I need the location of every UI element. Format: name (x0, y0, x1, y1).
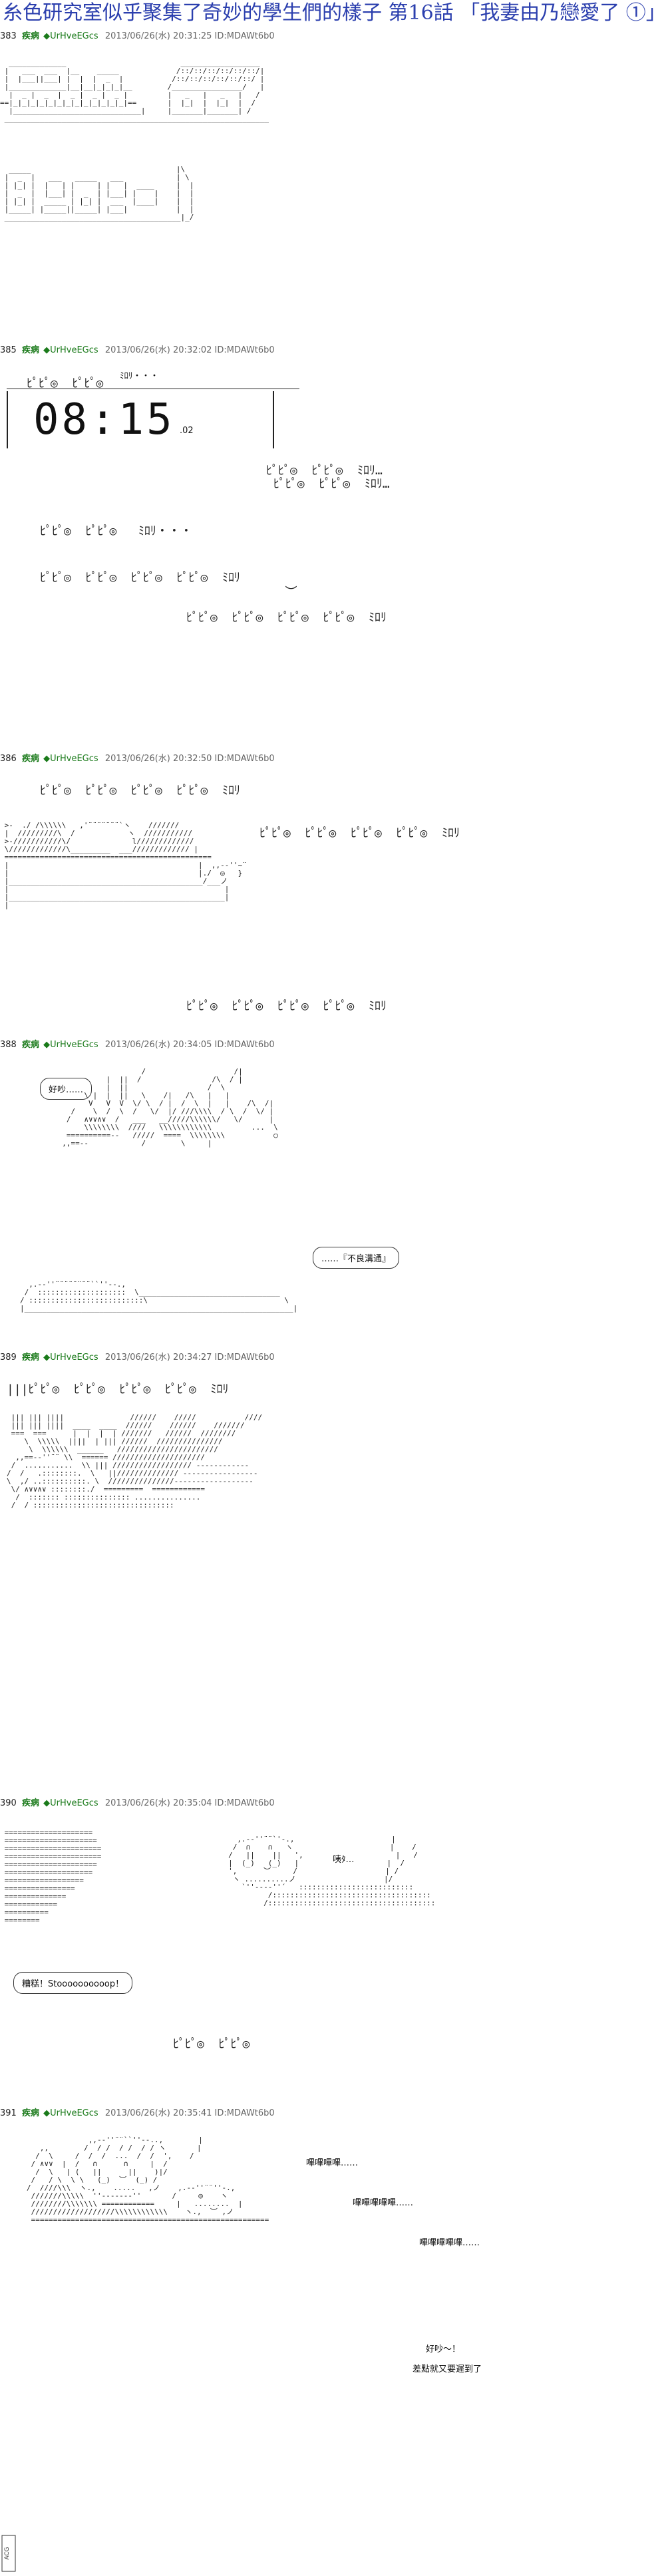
post: 388 疾病 ◆UrHveEGcs 2013/06/26(水) 20:34:05… (0, 1038, 539, 1313)
ascii-art-alarm-beeps: ﾋﾟﾋﾟ◎ ﾋﾟﾋﾟ◎ ﾋﾟﾋﾟ◎ ﾋﾟﾋﾟ◎ ﾐﾛﾘ ︶ (40, 571, 297, 599)
post-number: 391 (0, 2108, 17, 2118)
ascii-art-alarm-beeps: |||ﾋﾟﾋﾟ◎ ﾋﾟﾋﾟ◎ ﾋﾟﾋﾟ◎ ﾋﾟﾋﾟ◎ ﾐﾛﾘ (7, 1382, 229, 1396)
speech-bubble: ……『不良溝通』 (313, 1247, 400, 1269)
ascii-art-alarm-beeps: ﾋﾟﾋﾟ◎ ﾋﾟﾋﾟ◎ ﾋﾟﾋﾟ◎ ﾋﾟﾋﾟ◎ ﾐﾛﾘ (186, 611, 387, 625)
post-author: 疾病 (21, 345, 39, 355)
post-meta: 2013/06/26(水) 20:34:27 ID:MDAWt6b0 (104, 1353, 275, 1363)
post-trip: ◆UrHveEGcs (43, 2108, 98, 2118)
watermark-logo: ACG (1, 2535, 16, 2572)
post: 386 疾病 ◆UrHveEGcs 2013/06/26(水) 20:32:50… (0, 752, 539, 1013)
blink-text: ﾐﾛﾘ・・・ (120, 371, 159, 381)
post-header: 383 疾病 ◆UrHveEGcs 2013/06/26(水) 20:31:25… (0, 29, 539, 44)
page-title: 糸色研究室似乎聚集了奇妙的學生們的樣子 第16話 「我妻由乃戀愛了 ①」 (3, 1, 666, 25)
ascii-art-character-stretching: ,,-‐''¨¨``''‐-.., | ,, / / / / / / / ヽ |… (27, 2136, 269, 2224)
sound-effect-text: 嗶嗶嗶嗶嗶…… (353, 2198, 414, 2208)
divider (7, 391, 8, 448)
post-number: 390 (0, 1798, 17, 1808)
ascii-art-alarm-beeps: ﾋﾟﾋﾟ◎ ﾋﾟﾋﾟ◎ ﾐﾛﾘ… ﾋﾟﾋﾟ◎ ﾋﾟﾋﾟ◎ ﾐﾛﾘ… (266, 464, 390, 491)
ascii-art-room: _____ |\ | _ | ___ _____ ___ | \ | |_| |… (4, 165, 194, 222)
ascii-art-character-shocked: ,.-‐''¨¨`'‐., | / ∩ ∩ ヽ | / / || || ', |… (228, 1835, 436, 1907)
post: 391 疾病 ◆UrHveEGcs 2013/06/26(水) 20:35:41… (0, 2106, 539, 2374)
speech-bubble: 糟糕！Stoooooooooop！ (13, 1972, 133, 1994)
post-meta: 2013/06/26(水) 20:35:41 ID:MDAWt6b0 (104, 2108, 275, 2118)
post-author: 疾病 (21, 1353, 39, 1363)
ascii-art-light-rays: ==================== ===================… (4, 1828, 102, 1925)
post-meta: 2013/06/26(水) 20:32:02 ID:MDAWt6b0 (104, 345, 275, 355)
ascii-art-alarm-beeps: ﾋﾟﾋﾟ◎ ﾋﾟﾋﾟ◎ ﾋﾟﾋﾟ◎ ﾋﾟﾋﾟ◎ ﾐﾛﾘ (186, 999, 387, 1013)
post-meta: 2013/06/26(水) 20:35:04 ID:MDAWt6b0 (104, 1798, 275, 1808)
post-author: 疾病 (21, 1040, 39, 1050)
ascii-art-slam-alarm: ||| ||| |||| ////// ///// //// ||| ||| |… (7, 1413, 263, 1510)
clock-seconds: .02 (180, 426, 194, 436)
post: 389 疾病 ◆UrHveEGcs 2013/06/26(水) 20:34:27… (0, 1351, 539, 1510)
ascii-art-bed-scene: >- ./ /\\\\\\ ,'¨¨¨¨¨¨¨`ヽ /////// | ////… (4, 821, 247, 909)
sound-effect-text: 嗶嗶嗶嗶嗶…… (419, 2238, 480, 2248)
post-number: 386 (0, 754, 17, 764)
post-header: 390 疾病 ◆UrHveEGcs 2013/06/26(水) 20:35:04… (0, 1796, 539, 1811)
sound-effect-text: 嗶嗶嗶嗶…… (306, 2158, 359, 2168)
post-author: 疾病 (21, 754, 39, 764)
post-trip: ◆UrHveEGcs (43, 1353, 98, 1363)
ascii-art-bed: ,.-‐''¨¨¨¨¨¨¨¨``''‐-., / :::::::::::::::… (20, 1280, 298, 1313)
post-header: 389 疾病 ◆UrHveEGcs 2013/06/26(水) 20:34:27… (0, 1351, 539, 1365)
ascii-art-alarm-beeps: ﾋﾟﾋﾟ◎ ﾋﾟﾋﾟ◎ ﾐﾛﾘ・・・ (40, 524, 192, 538)
post: 383 疾病 ◆UrHveEGcs 2013/06/26(水) 20:31:25… (0, 29, 539, 222)
dialogue-text: 差點就又要遲到了 (413, 2364, 482, 2374)
small-text: 咦ﾀ… (333, 1855, 355, 1865)
post-header: 385 疾病 ◆UrHveEGcs 2013/06/26(水) 20:32:02… (0, 343, 539, 358)
divider (273, 391, 274, 448)
post-trip: ◆UrHveEGcs (43, 31, 98, 41)
post-trip: ◆UrHveEGcs (43, 754, 98, 764)
post-header: 388 疾病 ◆UrHveEGcs 2013/06/26(水) 20:34:05… (0, 1038, 539, 1052)
post-meta: 2013/06/26(水) 20:32:50 ID:MDAWt6b0 (104, 754, 275, 764)
post-author: 疾病 (21, 31, 39, 41)
post-header: 386 疾病 ◆UrHveEGcs 2013/06/26(水) 20:32:50… (0, 752, 539, 766)
ascii-art-alarm-beeps: ﾋﾟﾋﾟ◎ ﾋﾟﾋﾟ◎ ﾋﾟﾋﾟ◎ ﾋﾟﾋﾟ◎ ﾐﾛﾘ (259, 826, 460, 840)
clock-display: 08:15 (33, 395, 175, 444)
post-trip: ◆UrHveEGcs (43, 1798, 98, 1808)
ascii-art-alarm-beeps: ﾋﾟﾋﾟ◎ ﾋﾟﾋﾟ◎ ﾋﾟﾋﾟ◎ ﾋﾟﾋﾟ◎ ﾐﾛﾘ (40, 784, 241, 798)
speech-bubble: 好吵…… (40, 1078, 92, 1100)
ascii-art-alarm-beeps: ﾋﾟﾋﾟ◎ ﾋﾟﾋﾟ◎ (27, 377, 104, 391)
post-meta: 2013/06/26(水) 20:34:05 ID:MDAWt6b0 (104, 1040, 275, 1050)
post-number: 388 (0, 1040, 17, 1050)
post-number: 385 (0, 345, 17, 355)
post-author: 疾病 (21, 2108, 39, 2118)
post-trip: ◆UrHveEGcs (43, 1040, 98, 1050)
ascii-art-house: _____________ __________________ | ___ _… (0, 59, 269, 123)
post-number: 383 (0, 31, 17, 41)
post-header: 391 疾病 ◆UrHveEGcs 2013/06/26(水) 20:35:41… (0, 2106, 539, 2121)
post: 385 疾病 ◆UrHveEGcs 2013/06/26(水) 20:32:02… (0, 343, 539, 625)
dialogue-text: 好吵～！ (426, 2344, 461, 2354)
ascii-art-alarm-beeps: ﾋﾟﾋﾟ◎ ﾋﾟﾋﾟ◎ (173, 2037, 250, 2051)
post-meta: 2013/06/26(水) 20:31:25 ID:MDAWt6b0 (104, 31, 275, 41)
svg-text:ACG: ACG (4, 2547, 11, 2559)
post-trip: ◆UrHveEGcs (43, 345, 98, 355)
post-author: 疾病 (21, 1798, 39, 1808)
post: 390 疾病 ◆UrHveEGcs 2013/06/26(水) 20:35:04… (0, 1796, 539, 2051)
ascii-art-character-waking: / /| | || / /\ / | | || / \ \ | | || \ /… (62, 1067, 278, 1148)
post-number: 389 (0, 1353, 17, 1363)
